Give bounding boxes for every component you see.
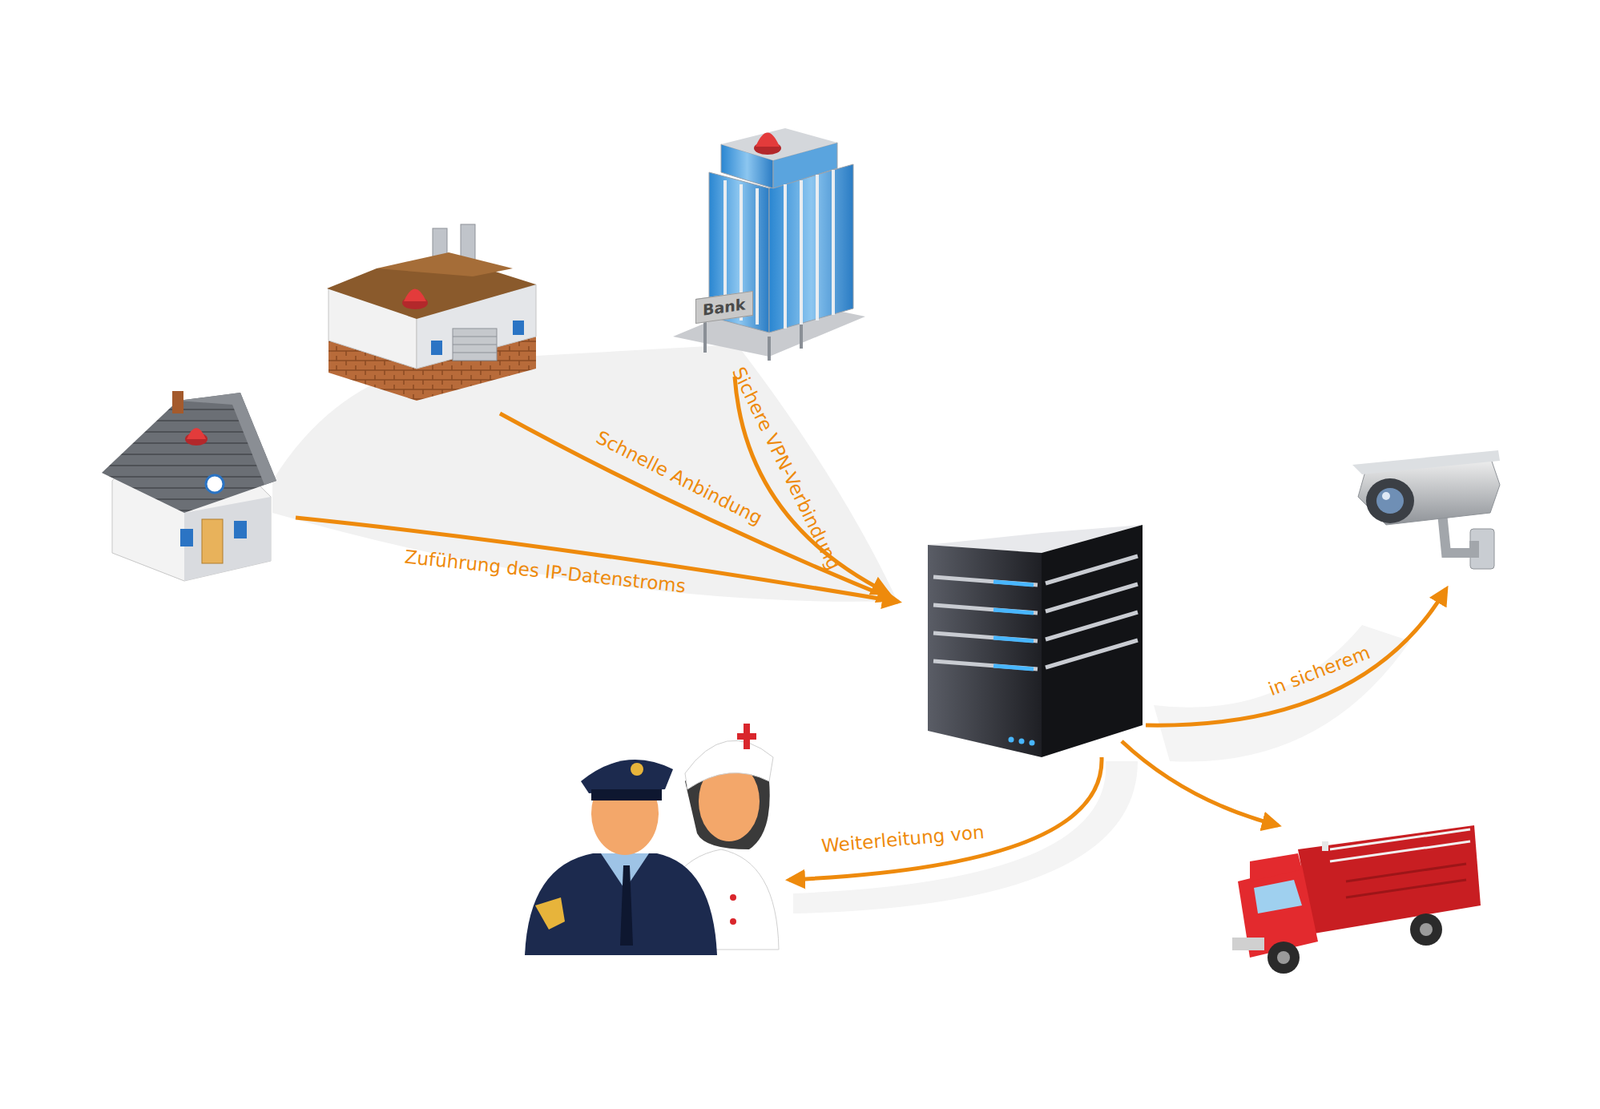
background-fan [1153, 624, 1411, 762]
camera-icon [1352, 450, 1500, 569]
fire-truck-icon [1232, 825, 1481, 974]
server-icon [927, 524, 1143, 758]
people-icon [524, 723, 779, 956]
arrow-label: Weiterleitung von [820, 822, 985, 858]
flow-arrow [789, 757, 1102, 880]
bank-tower-icon [673, 128, 866, 361]
sign-text: Bank [702, 295, 746, 319]
background-fan [793, 761, 1138, 914]
factory-icon [326, 224, 537, 401]
house-icon [101, 390, 277, 581]
flow-arrow [1145, 588, 1447, 726]
flow-arrow [1121, 741, 1278, 826]
